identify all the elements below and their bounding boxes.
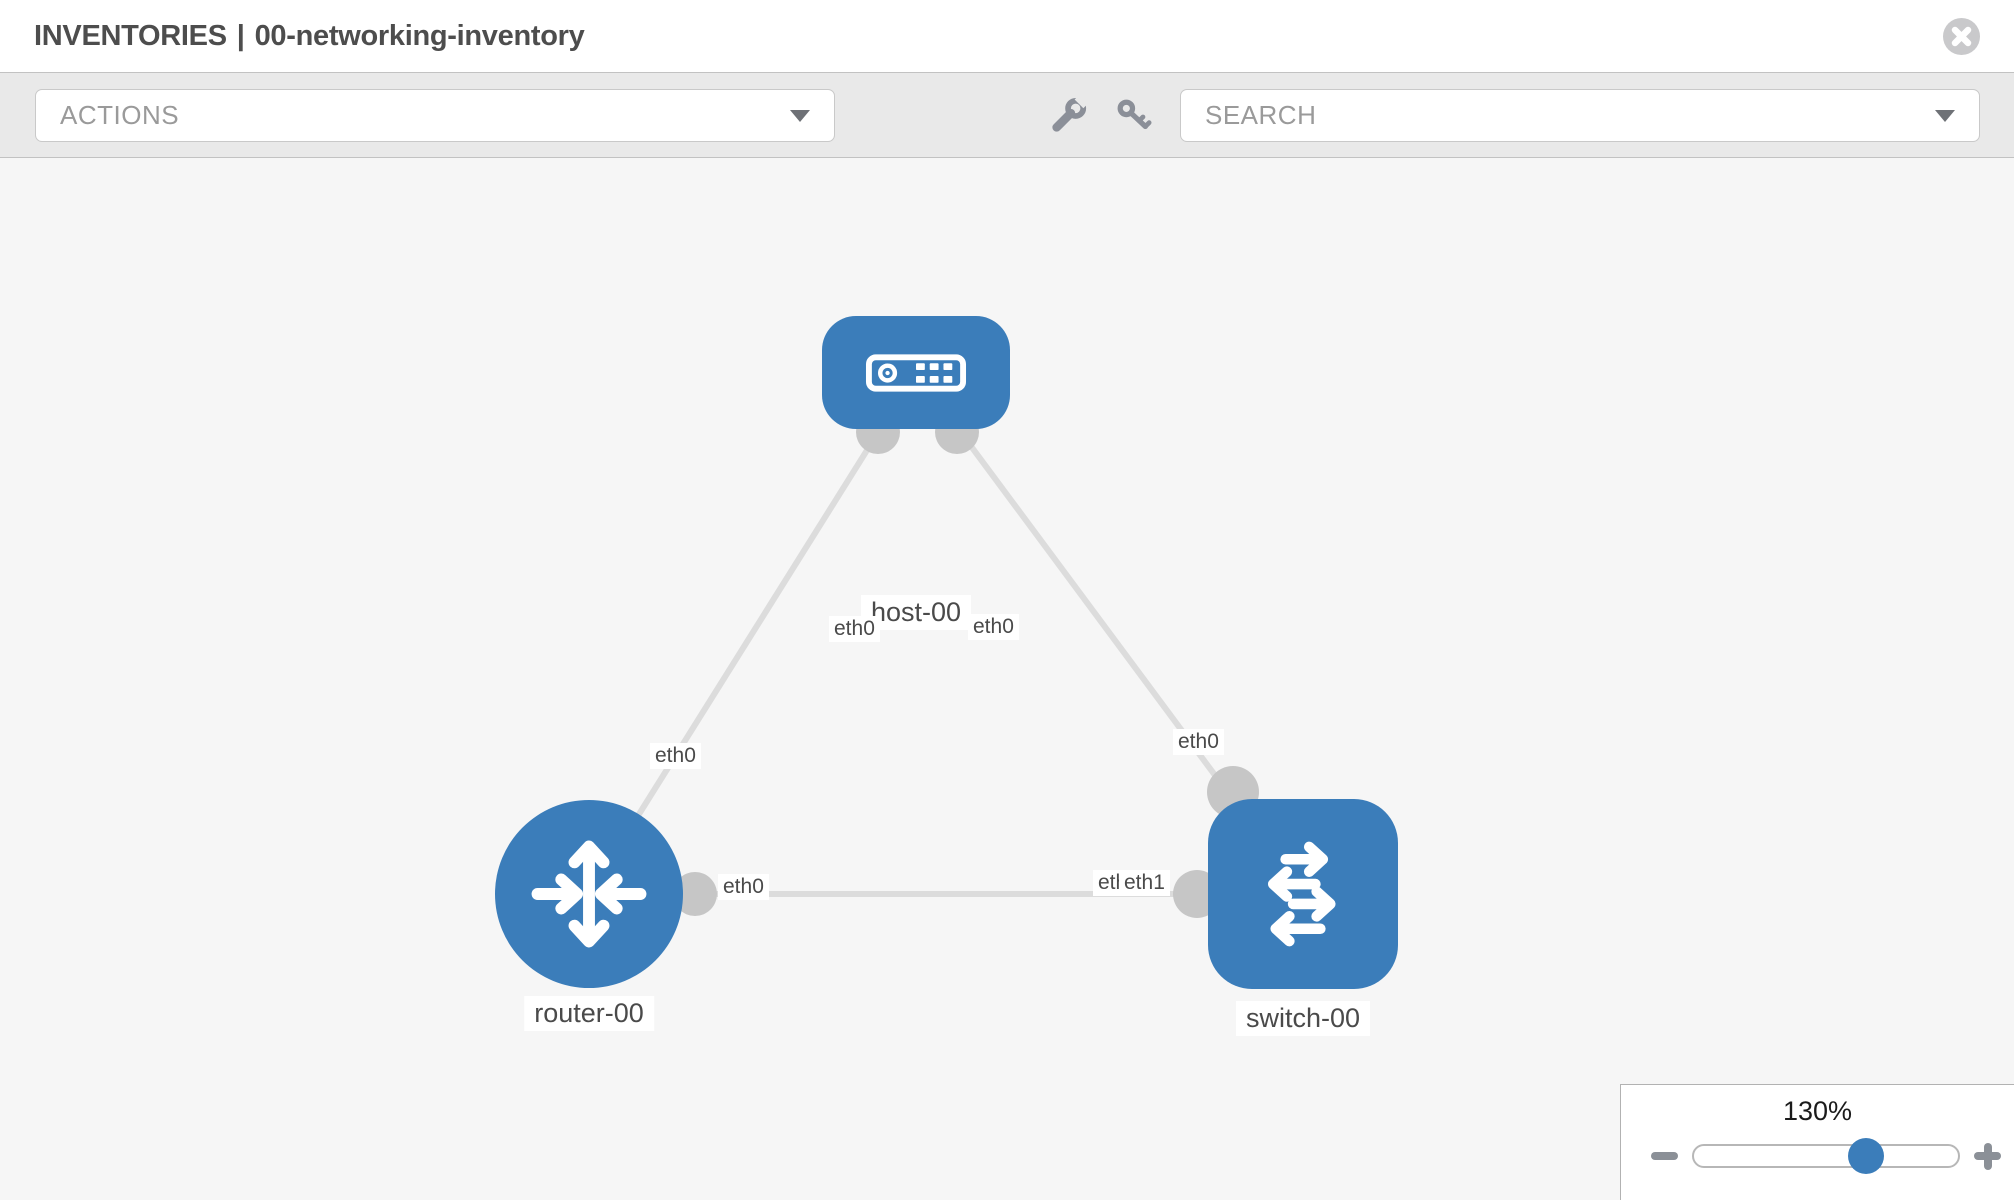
close-icon bbox=[1951, 26, 1972, 47]
node-label-switch: switch-00 bbox=[1235, 1001, 1371, 1036]
key-icon bbox=[1114, 97, 1152, 135]
breadcrumb-inventory-name: 00-networking-inventory bbox=[254, 19, 585, 52]
key-button[interactable] bbox=[1110, 93, 1156, 139]
close-button[interactable] bbox=[1943, 17, 1980, 55]
toolbar: ACTIONS SEARCH bbox=[0, 72, 2014, 158]
node-label-router: router-00 bbox=[524, 996, 654, 1031]
zoom-in-button[interactable] bbox=[1974, 1136, 2001, 1176]
wrench-icon bbox=[1050, 97, 1088, 135]
caret-down-icon bbox=[790, 109, 810, 122]
minus-icon bbox=[1651, 1152, 1678, 1160]
interface-label: eth0 bbox=[1173, 729, 1224, 755]
plus-icon bbox=[1974, 1142, 2001, 1170]
actions-dropdown-label: ACTIONS bbox=[60, 100, 180, 130]
zoom-slider[interactable] bbox=[1692, 1138, 1960, 1174]
zoom-slider-thumb[interactable] bbox=[1848, 1138, 1884, 1174]
topology-canvas[interactable]: host-00 router-00 switch-00 eth0 eth0 et… bbox=[0, 158, 2014, 1200]
breadcrumb-separator: | bbox=[236, 19, 245, 52]
router-icon bbox=[523, 828, 655, 960]
search-dropdown[interactable]: SEARCH bbox=[1180, 89, 1980, 142]
interface-label: eth0 bbox=[650, 743, 701, 769]
page-title: INVENTORIES | 00-networking-inventory bbox=[34, 19, 585, 53]
host-icon bbox=[865, 353, 967, 393]
actions-dropdown[interactable]: ACTIONS bbox=[35, 89, 835, 142]
zoom-slider-row bbox=[1621, 1136, 2014, 1176]
zoom-out-button[interactable] bbox=[1651, 1136, 1678, 1176]
interface-label: eth0 bbox=[829, 616, 880, 642]
interface-label: eth0 bbox=[718, 874, 769, 900]
caret-down-icon bbox=[1935, 109, 1955, 122]
zoom-panel: 130% bbox=[1620, 1084, 2014, 1200]
breadcrumb-section: INVENTORIES bbox=[34, 19, 227, 52]
interface-label: eth0 bbox=[968, 614, 1019, 640]
link-line-router-host bbox=[586, 370, 919, 896]
tools-button[interactable] bbox=[1046, 93, 1092, 139]
header: INVENTORIES | 00-networking-inventory bbox=[0, 0, 2014, 72]
zoom-level-label: 130% bbox=[1782, 1096, 1853, 1126]
search-dropdown-label: SEARCH bbox=[1205, 100, 1317, 130]
node-switch-00[interactable] bbox=[1208, 799, 1398, 989]
interface-label: eth1 bbox=[1119, 870, 1170, 896]
topology-links-layer bbox=[586, 370, 1306, 918]
switch-icon bbox=[1241, 832, 1365, 956]
node-host-00[interactable] bbox=[822, 316, 1010, 429]
node-router-00[interactable] bbox=[495, 800, 683, 988]
interface-connector-dot bbox=[673, 872, 717, 916]
